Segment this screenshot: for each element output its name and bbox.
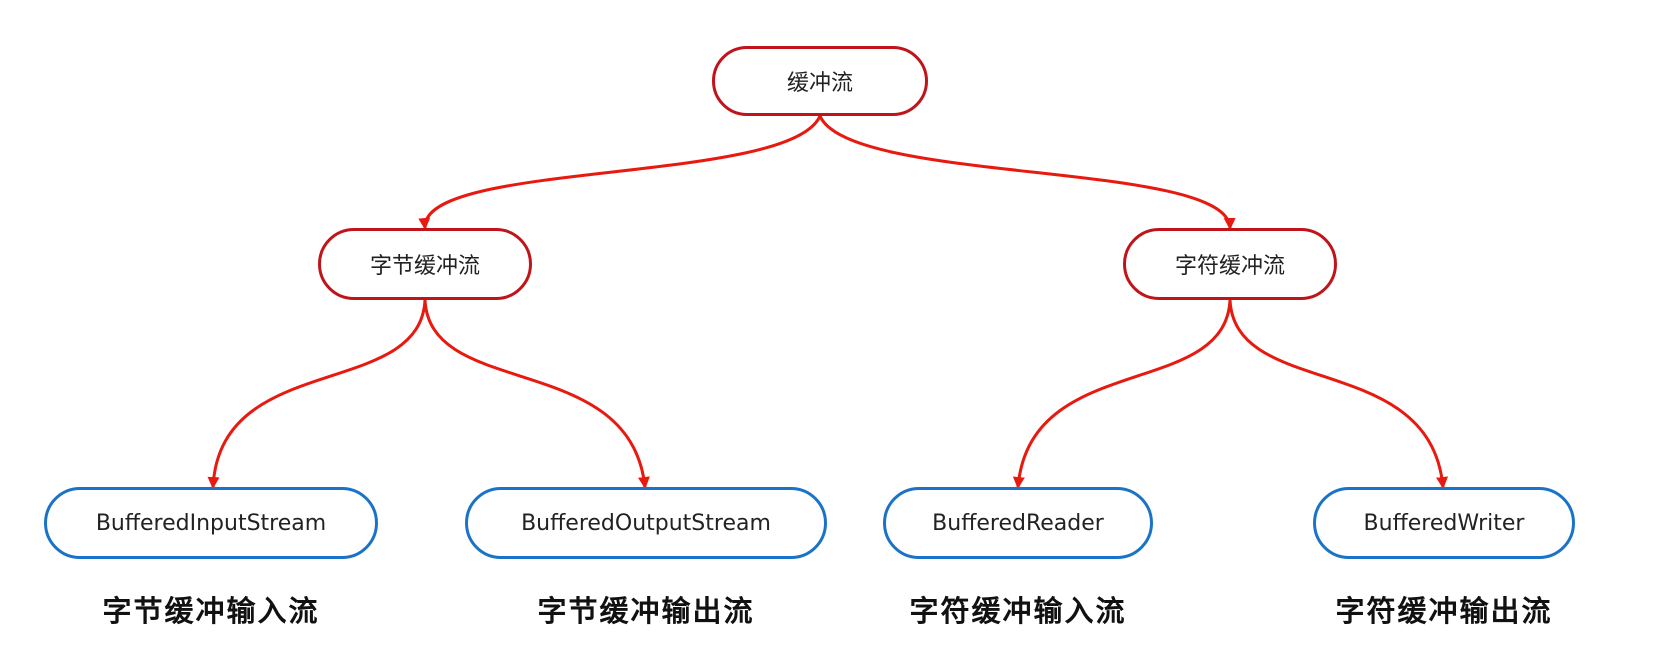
node-buffered-input-stream: BufferedInputStream: [44, 487, 378, 559]
node-buffered-output-stream: BufferedOutputStream: [465, 487, 827, 559]
node-char-buffered-stream: 字符缓冲流: [1123, 228, 1337, 300]
node-label: BufferedReader: [932, 510, 1104, 536]
edge-char-to-bw: [1228, 299, 1449, 489]
caption-byte-buffered-input: 字节缓冲输入流: [102, 594, 320, 628]
node-label: BufferedInputStream: [95, 510, 327, 536]
edge-char-to-br: [1012, 299, 1232, 489]
node-label: BufferedOutputStream: [521, 510, 771, 536]
node-label: BufferedWriter: [1363, 510, 1525, 536]
node-buffered-reader: BufferedReader: [883, 487, 1153, 559]
edge-root-to-byte: [418, 115, 822, 230]
caption-byte-buffered-output: 字节缓冲输出流: [537, 594, 755, 628]
node-buffered-stream: 缓冲流: [712, 46, 928, 116]
node-label: 字符缓冲流: [1174, 254, 1285, 279]
edge-byte-to-bis: [207, 299, 427, 489]
node-byte-buffered-stream: 字节缓冲流: [318, 228, 532, 300]
caption-char-buffered-output: 字符缓冲输出流: [1335, 594, 1553, 628]
node-buffered-writer: BufferedWriter: [1313, 487, 1575, 559]
caption-char-buffered-input: 字符缓冲输入流: [909, 594, 1127, 628]
node-label: 字节缓冲流: [369, 254, 480, 279]
edge-byte-to-bos: [423, 299, 650, 489]
node-label: 缓冲流: [786, 71, 853, 96]
edge-root-to-char: [818, 115, 1236, 230]
